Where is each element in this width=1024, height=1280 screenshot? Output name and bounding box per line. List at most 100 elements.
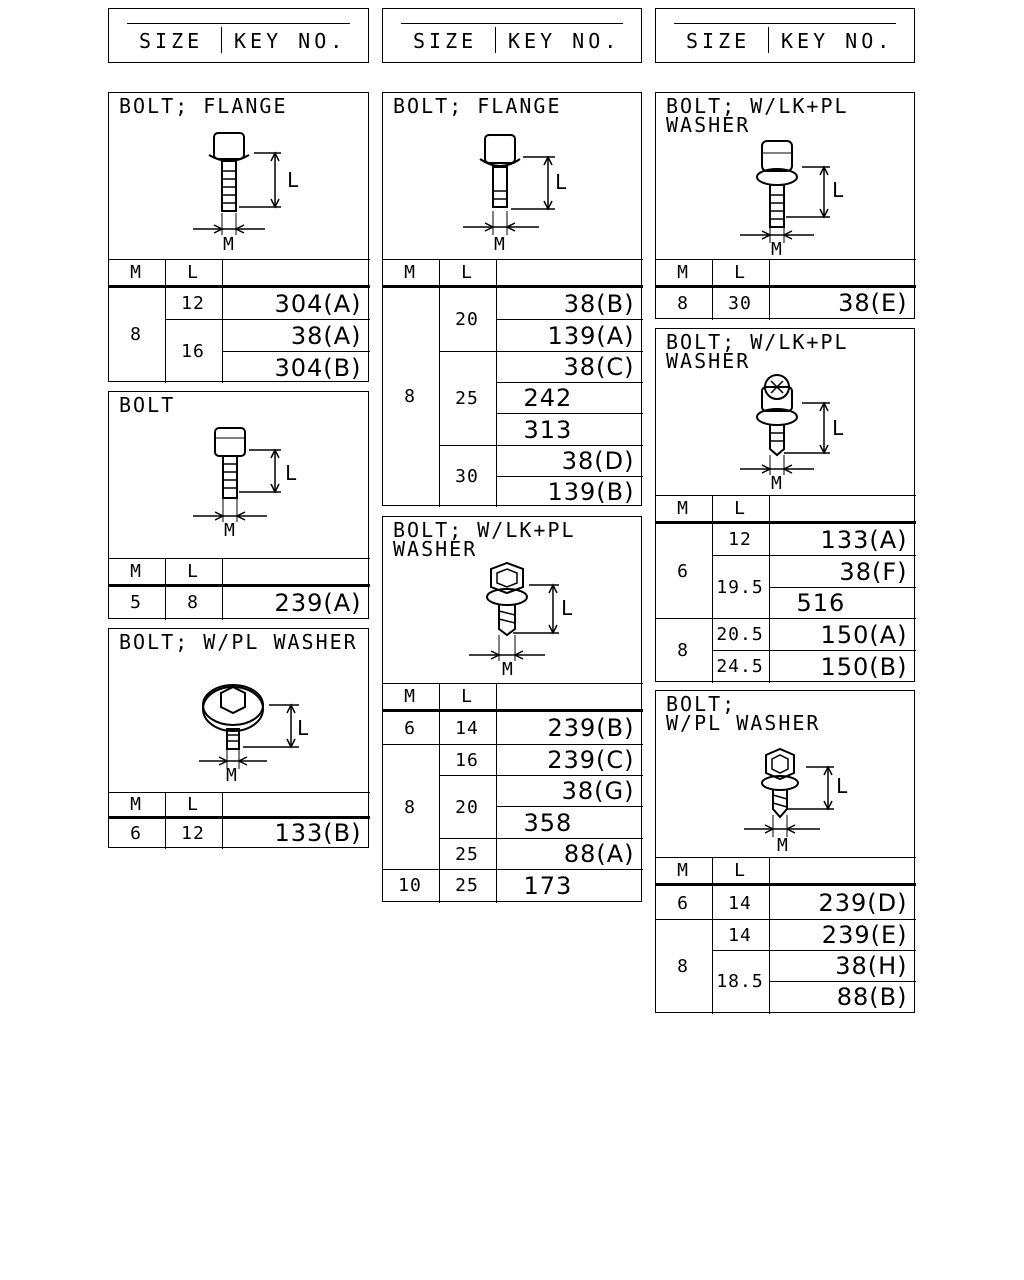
cell-l: 16 bbox=[181, 340, 205, 362]
cell-m: 6 bbox=[130, 822, 142, 844]
bolt-card: BOLT L M M L 5 8 239(A) bbox=[107, 391, 370, 620]
part-title: BOLT; W/LK+PL WASHER bbox=[666, 330, 849, 373]
header-m: M bbox=[130, 560, 142, 582]
cell-m: 8 bbox=[404, 796, 416, 818]
dim-l-label: L bbox=[297, 716, 309, 740]
key-no-cell: 38(D) bbox=[561, 447, 635, 475]
dim-m-label: M bbox=[223, 234, 234, 255]
key-no-cell: 38(E) bbox=[838, 289, 908, 317]
header-m: M bbox=[404, 685, 416, 707]
header-l: L bbox=[734, 261, 746, 283]
bolt-flange-card-2: BOLT; FLANGE L M M L 8 20 25 30 38(B) 13… bbox=[381, 92, 643, 507]
header-l: L bbox=[461, 261, 473, 283]
key-no-cell: 38(G) bbox=[561, 777, 635, 805]
part-title: BOLT; W/PL WASHER bbox=[119, 630, 358, 654]
part-title: BOLT; W/LK+PL WASHER bbox=[393, 518, 576, 561]
cell-m: 8 bbox=[130, 323, 142, 345]
cell-l: 18.5 bbox=[716, 971, 764, 992]
key-no-cell: 38(C) bbox=[563, 353, 635, 381]
cell-l: 12 bbox=[181, 822, 205, 844]
header-l: L bbox=[187, 261, 199, 283]
key-no-cell: 133(A) bbox=[820, 525, 908, 554]
bolt-lk-pl-washer-card-3: BOLT; W/LK+PL WASHER L M M L 6 12 133(A)… bbox=[654, 328, 916, 683]
cell-l: 25 bbox=[455, 388, 479, 409]
header-m: M bbox=[404, 261, 416, 283]
bolt-pl-washer-card: BOLT; W/PL WASHER L M M L 6 12 133(B) bbox=[107, 628, 370, 849]
flange-bolt-icon: L M bbox=[463, 134, 567, 255]
key-no-cell: 239(A) bbox=[274, 588, 362, 617]
header-l: L bbox=[187, 560, 199, 582]
washer-bolt-icon: L M bbox=[744, 747, 848, 856]
header-l: L bbox=[734, 859, 746, 881]
part-title: BOLT; FLANGE bbox=[119, 94, 288, 118]
cell-l: 20 bbox=[455, 309, 479, 330]
lock-washer-bolt-icon: L M bbox=[469, 561, 573, 680]
header-l: L bbox=[461, 685, 473, 707]
cell-l: 30 bbox=[728, 292, 752, 314]
cell-l: 30 bbox=[455, 465, 479, 487]
size-table: M L 8 30 38(E) bbox=[654, 259, 916, 320]
bolt-lk-pl-washer-card-2: BOLT; W/LK+PL WASHER L M M L 8 30 38(E) bbox=[654, 92, 916, 320]
dim-m-label: M bbox=[224, 520, 235, 541]
size-table: M L 6 12 133(A) 19.5 38(F) 516 8 20.5 15… bbox=[654, 495, 916, 683]
cell-m: 8 bbox=[677, 955, 689, 977]
key-no-label: KEY NO. bbox=[234, 29, 347, 53]
cell-m: 5 bbox=[130, 592, 142, 613]
size-label: SIZE bbox=[413, 29, 478, 53]
key-no-cell: 239(B) bbox=[547, 714, 635, 742]
key-no-cell: 304(A) bbox=[274, 289, 362, 318]
cell-m: 8 bbox=[404, 386, 416, 407]
cell-l: 25 bbox=[455, 843, 479, 865]
cell-l: 16 bbox=[455, 749, 479, 771]
dim-m-label: M bbox=[771, 239, 782, 260]
dim-m-label: M bbox=[771, 473, 782, 494]
size-table: M L 5 8 239(A) bbox=[107, 558, 370, 620]
key-no-cell: 358 bbox=[523, 808, 573, 837]
size-table: M L 8 12 16 304(A) 38(A) 304(B) bbox=[107, 259, 370, 383]
key-no-cell: 38(H) bbox=[835, 952, 908, 980]
dim-l-label: L bbox=[832, 178, 844, 202]
key-no-cell: 139(A) bbox=[547, 321, 635, 350]
header-l: L bbox=[187, 793, 199, 815]
header-m: M bbox=[677, 497, 689, 519]
cell-l: 20.5 bbox=[716, 624, 764, 645]
part-title: BOLT; W/LK+PL WASHER bbox=[666, 94, 849, 137]
size-table: M L 6 12 133(B) bbox=[107, 792, 370, 849]
bolt-pl-washer-card-2: BOLT; W/PL WASHER L M M L 6 14 239(D) 8 … bbox=[654, 690, 916, 1014]
cell-m: 6 bbox=[677, 892, 689, 914]
cell-l: 14 bbox=[455, 717, 479, 739]
bolt-flange-card: BOLT; FLANGE L M M L 8 12 16 304(A) 38(A… bbox=[107, 92, 370, 383]
part-title: BOLT bbox=[119, 393, 176, 417]
key-no-cell: 38(F) bbox=[839, 557, 908, 586]
key-no-label: KEY NO. bbox=[508, 29, 621, 53]
cell-m: 8 bbox=[677, 639, 689, 661]
key-no-cell: 242 bbox=[523, 384, 573, 412]
cell-l: 24.5 bbox=[716, 656, 764, 677]
cell-l: 12 bbox=[728, 529, 752, 550]
header-m: M bbox=[677, 261, 689, 283]
cell-m: 10 bbox=[398, 875, 422, 896]
bolt-icon: L M bbox=[193, 427, 297, 541]
column-header-2: SIZE KEY NO. bbox=[382, 8, 642, 63]
lock-washer-bolt-icon: L M bbox=[740, 374, 844, 494]
dim-m-label: M bbox=[494, 234, 505, 255]
key-no-cell: 88(B) bbox=[836, 983, 908, 1011]
key-no-cell: 150(B) bbox=[820, 652, 908, 681]
key-no-cell: 239(E) bbox=[821, 921, 908, 949]
header-m: M bbox=[677, 859, 689, 881]
dim-l-label: L bbox=[836, 774, 848, 798]
dim-l-label: L bbox=[561, 596, 573, 620]
column-header-3: SIZE KEY NO. bbox=[655, 8, 915, 63]
cell-l: 14 bbox=[728, 892, 752, 914]
part-title: BOLT; FLANGE bbox=[393, 94, 562, 118]
cell-l: 25 bbox=[455, 875, 479, 896]
header-m: M bbox=[130, 793, 142, 815]
key-no-cell: 139(B) bbox=[547, 478, 635, 506]
cell-l: 14 bbox=[728, 924, 752, 946]
bolt-lk-pl-washer-card: BOLT; W/LK+PL WASHER L M M L 6 14 239(B)… bbox=[381, 516, 643, 903]
key-no-cell: 173 bbox=[523, 871, 573, 900]
size-table: M L 6 14 239(D) 8 14 239(E) 18.5 38(H) 8… bbox=[654, 857, 916, 1014]
key-no-cell: 304(B) bbox=[274, 353, 362, 382]
key-no-cell: 516 bbox=[796, 589, 846, 617]
key-no-label: KEY NO. bbox=[781, 29, 894, 53]
